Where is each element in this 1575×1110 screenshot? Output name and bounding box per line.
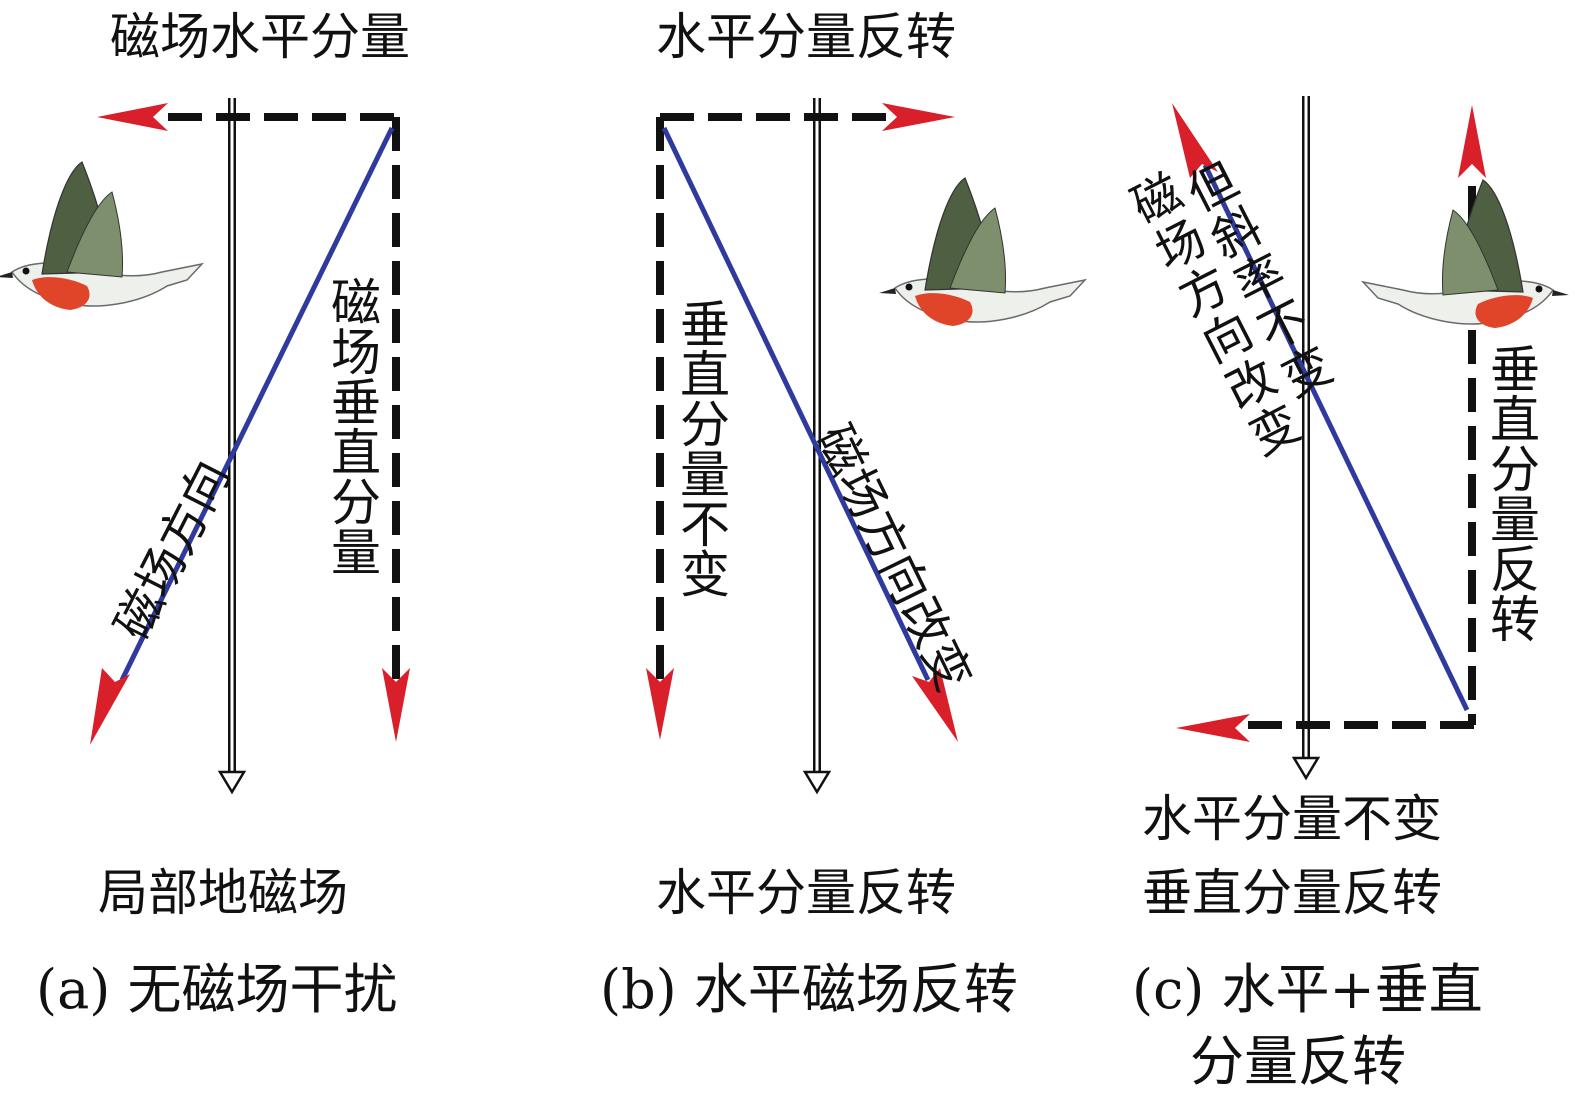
- panel-c-field-direction: [1202, 163, 1470, 712]
- panel-a-axis-arrowhead: [217, 770, 247, 795]
- panel-c-horizontal-arrowhead: [1176, 714, 1250, 742]
- panel-b-axis-arrowhead: [802, 770, 832, 795]
- panel-c-field-arrowhead: [1172, 103, 1218, 178]
- panel-c-vertical-arrowhead: [1458, 105, 1486, 178]
- panel-c-vertical-label: 垂直分量反转: [1490, 341, 1540, 649]
- panel-c-bottom-label-line1: 水平分量不变: [1142, 790, 1442, 848]
- panel-a-top-label: 磁场水平分量: [110, 8, 410, 66]
- panel-b-field-direction: [661, 126, 931, 682]
- panel-a-bottom-label: 局部地磁场: [98, 864, 348, 922]
- panel-a-field-direction: [119, 126, 395, 682]
- panel-a-field-arrowhead: [90, 668, 130, 745]
- panel-c-axis-arrowhead: [1291, 756, 1321, 781]
- panel-a-vertical-label: 磁场垂直分量: [331, 274, 381, 582]
- panel-c-diagram: [1172, 96, 1570, 781]
- panel-b-vertical-label: 垂直分量不变: [680, 296, 730, 604]
- panel-a-vertical-arrowhead: [382, 668, 410, 742]
- panel-a-horizontal-arrowhead: [97, 103, 168, 131]
- panel-c-caption-line1: (c) 水平+垂直: [1132, 958, 1483, 1021]
- panel-b-top-label: 水平分量反转: [656, 8, 956, 66]
- panel-a-robin-image: [0, 161, 203, 311]
- panel-c-bottom-label-line2: 垂直分量反转: [1142, 864, 1442, 922]
- panel-b-diagram: [646, 98, 1086, 795]
- panel-b-caption: (b) 水平磁场反转: [600, 958, 1018, 1021]
- panel-b-field-arrowhead: [912, 668, 958, 742]
- panel-b-horizontal-arrowhead: [882, 103, 955, 131]
- panel-c-robin-image: [1362, 179, 1570, 329]
- panel-a-diagram: [0, 98, 410, 795]
- panel-a-caption: (a) 无磁场干扰: [36, 958, 398, 1021]
- panel-b-robin-image: [878, 177, 1086, 327]
- panel-c-caption-line2: 分量反转: [1190, 1030, 1406, 1093]
- panel-b-vertical-arrowhead: [646, 668, 674, 740]
- panel-b-bottom-label: 水平分量反转: [656, 864, 956, 922]
